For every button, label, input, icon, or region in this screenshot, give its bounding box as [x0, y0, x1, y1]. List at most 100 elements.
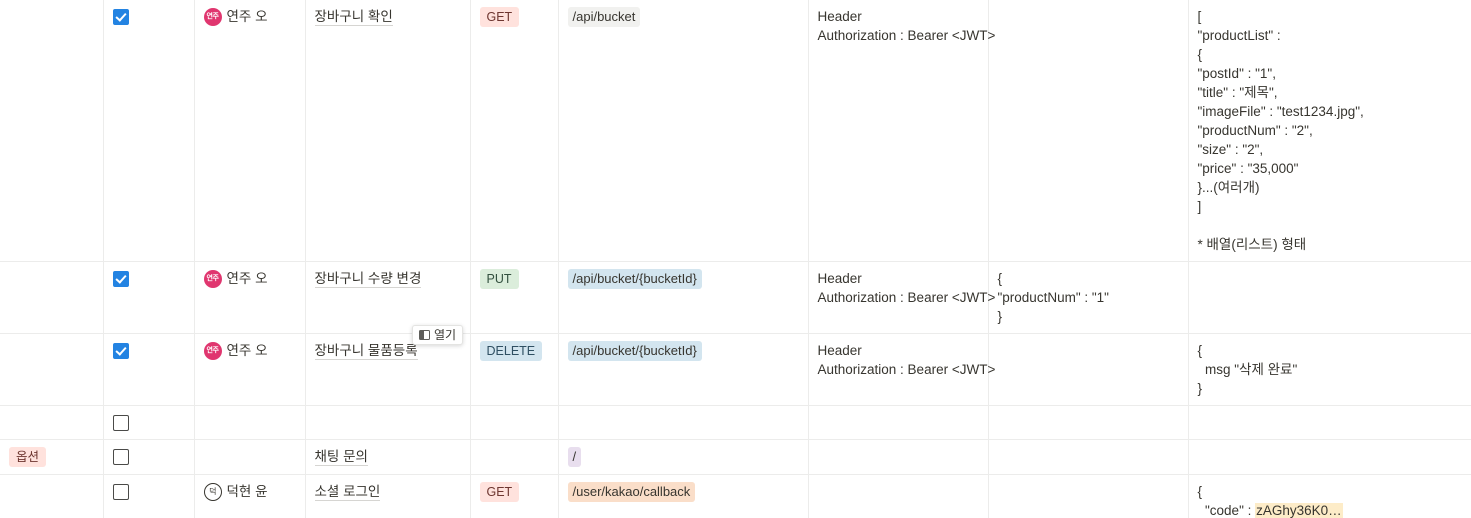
cell-tag[interactable]: 옵션	[0, 439, 104, 475]
row-checkbox[interactable]	[112, 343, 129, 360]
table-row[interactable]: 연주 연주 오 장바구니 확인 GET /api/bucket Header A…	[0, 0, 1471, 262]
row-checkbox[interactable]	[112, 9, 129, 26]
header-line: Header	[817, 343, 862, 358]
owner-name: 덕현 윤	[226, 484, 268, 499]
cell-header[interactable]: Header Authorization : Bearer <JWT>	[808, 261, 995, 334]
response-line: [	[1197, 9, 1202, 24]
cell-owner[interactable]	[194, 405, 306, 440]
cell-title[interactable]: 장바구니 수량 변경	[305, 261, 471, 334]
cell-method[interactable]: GET	[470, 0, 559, 262]
response-line: "postId" : "1",	[1197, 66, 1276, 81]
person-chip: 덕 덕현 윤	[203, 482, 296, 501]
table-row[interactable]: 연주 연주 오 장바구니 물품등록 DELETE /api/bucket/{bu…	[0, 333, 1471, 406]
auth-code-highlight[interactable]: zAGhy36K0…	[1255, 503, 1343, 518]
cell-method[interactable]	[470, 405, 559, 440]
response-line: msg "삭제 완료"	[1197, 362, 1298, 377]
cell-header[interactable]: Header Authorization : Bearer <JWT>	[808, 333, 995, 406]
cell-owner[interactable]: 연주 연주 오	[194, 261, 306, 334]
status-tag: 옵션	[9, 447, 47, 467]
cell-title[interactable]: 소셜 로그인	[305, 474, 471, 518]
cell-request[interactable]: { "productNum" : "1" }	[988, 261, 1189, 334]
response-line: "title" : "제목",	[1197, 85, 1278, 100]
method-badge: PUT	[479, 269, 519, 289]
cell-checkbox[interactable]	[103, 261, 195, 334]
cell-request[interactable]	[988, 405, 1189, 440]
cell-tag[interactable]	[0, 333, 104, 406]
row-checkbox[interactable]	[112, 449, 129, 466]
response-line: "price" : "35,000"	[1197, 161, 1299, 176]
row-checkbox[interactable]	[112, 484, 129, 501]
cell-header[interactable]: Header Authorization : Bearer <JWT>	[808, 0, 996, 262]
cell-tag[interactable]	[0, 0, 104, 262]
cell-title[interactable]: 채팅 문의	[305, 439, 471, 475]
cell-header[interactable]	[808, 474, 989, 518]
request-line: {	[997, 271, 1003, 286]
cell-header[interactable]	[808, 439, 989, 475]
table-row[interactable]: 덕 덕현 윤 소셜 로그인 GET /user/kakao/callback {	[0, 474, 1471, 518]
open-page-button-label: 열기	[434, 328, 457, 342]
page-title-link[interactable]: 채팅 문의	[314, 449, 368, 466]
cell-owner[interactable]: 연주 연주 오	[194, 333, 306, 406]
cell-owner[interactable]: 덕 덕현 윤	[194, 474, 306, 518]
header-line: Header	[817, 9, 862, 24]
cell-response[interactable]: [ "productList" : { "postId" : "1", "tit…	[1188, 0, 1471, 262]
response-line-with-code: "code" : zAGhy36K0…	[1198, 501, 1463, 518]
cell-title[interactable]: 장바구니 물품등록	[305, 333, 471, 406]
response-line: {	[1197, 484, 1203, 499]
cell-response[interactable]	[1188, 261, 1471, 334]
page-title-link[interactable]: 소셜 로그인	[314, 484, 381, 501]
response-line: {	[1197, 47, 1203, 62]
cell-title[interactable]: 장바구니 확인	[305, 0, 471, 262]
row-checkbox[interactable]	[112, 271, 129, 288]
response-line: "size" : "2",	[1197, 142, 1264, 157]
open-page-button[interactable]: 열기	[412, 325, 464, 345]
cell-title[interactable]	[305, 405, 471, 440]
cell-checkbox[interactable]	[103, 439, 195, 475]
cell-request[interactable]	[988, 0, 1189, 262]
cell-request[interactable]	[988, 439, 1189, 475]
cell-tag[interactable]	[0, 261, 104, 334]
cell-method[interactable]: DELETE	[470, 333, 559, 406]
person-chip: 연주 연주 오	[203, 341, 296, 360]
page-title-link[interactable]: 장바구니 확인	[314, 9, 393, 26]
cell-path[interactable]	[558, 405, 809, 440]
cell-response[interactable]	[1188, 439, 1471, 475]
cell-request[interactable]	[988, 333, 1189, 406]
cell-checkbox[interactable]	[103, 405, 195, 440]
sidebar-peek-icon	[419, 330, 430, 340]
cell-method[interactable]: PUT	[470, 261, 559, 334]
cell-checkbox[interactable]	[103, 0, 195, 262]
cell-response[interactable]: { "code" : zAGhy36K0… }	[1188, 474, 1471, 518]
response-line: "productList" :	[1197, 28, 1281, 43]
cell-path[interactable]: /api/bucket	[558, 0, 809, 262]
header-line: Authorization : Bearer <JWT>	[817, 28, 996, 43]
page-title-link[interactable]: 장바구니 물품등록	[314, 343, 418, 360]
cell-tag[interactable]	[0, 405, 104, 440]
response-line: "productNum" : "2",	[1197, 123, 1313, 138]
cell-method[interactable]: GET	[470, 474, 559, 518]
cell-tag[interactable]	[0, 474, 104, 518]
request-line: "productNum" : "1"	[997, 290, 1109, 305]
cell-response[interactable]	[1188, 405, 1471, 440]
cell-checkbox[interactable]	[103, 333, 195, 406]
cell-checkbox[interactable]	[103, 474, 195, 518]
cell-header[interactable]	[808, 405, 989, 440]
cell-request[interactable]	[988, 474, 1189, 518]
table-row[interactable]: 연주 연주 오 장바구니 수량 변경 PUT /api/bucket/{buck…	[0, 261, 1471, 334]
response-line: "imageFile" : "test1234.jpg",	[1197, 104, 1364, 119]
request-line: }	[997, 309, 1003, 324]
cell-path[interactable]: /	[558, 439, 809, 475]
cell-owner[interactable]	[194, 439, 306, 475]
table-row[interactable]: 옵션 채팅 문의 /	[0, 439, 1471, 475]
cell-path[interactable]: /user/kakao/callback	[558, 474, 809, 518]
page-title-link[interactable]: 장바구니 수량 변경	[314, 271, 422, 288]
response-line-blank	[1198, 216, 1463, 235]
table-row[interactable]	[0, 405, 1471, 440]
cell-path[interactable]: /api/bucket/{bucketId}	[558, 261, 809, 334]
row-checkbox[interactable]	[112, 415, 129, 432]
cell-method[interactable]	[470, 439, 559, 475]
cell-response[interactable]: { msg "삭제 완료" }	[1188, 333, 1471, 406]
cell-owner[interactable]: 연주 연주 오	[194, 0, 306, 262]
cell-path[interactable]: /api/bucket/{bucketId}	[558, 333, 809, 406]
